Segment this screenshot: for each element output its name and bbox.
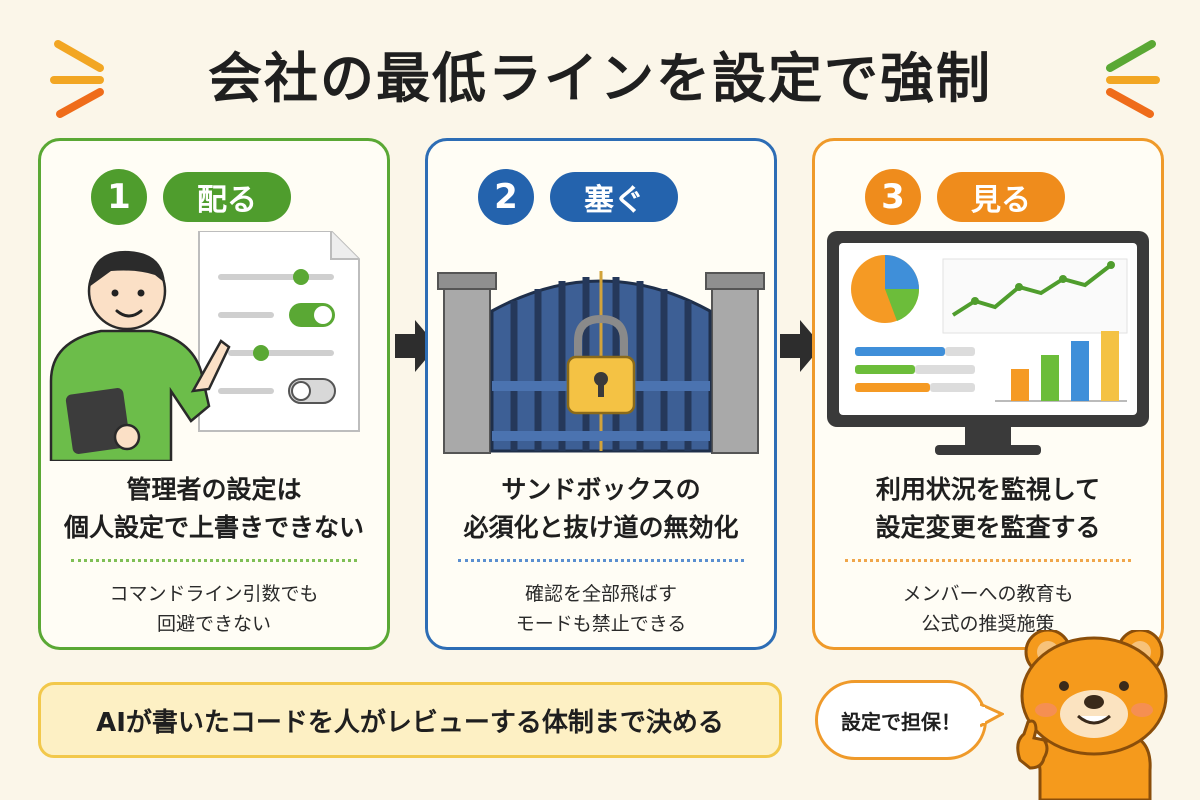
step-label: 見る [937, 172, 1065, 222]
arrow-right-icon [395, 320, 437, 372]
sub-line: モードも禁止できる [515, 613, 687, 635]
step-main-text: サンドボックスの 必須化と抜け道の無効化 [428, 471, 774, 547]
step-header: 1 配る [91, 167, 291, 227]
step-card-monitor: 3 見る [812, 138, 1164, 650]
divider [458, 559, 744, 562]
thumbs-up-icon [1016, 719, 1049, 770]
divider [71, 559, 357, 562]
speech-bubble-tail [980, 702, 1004, 728]
step-number: 3 [865, 169, 921, 225]
sub-line: 回避できない [156, 613, 271, 635]
admin-settings-illustration [49, 231, 360, 461]
step-label: 塞ぐ [550, 172, 678, 222]
arrow-right-icon [780, 320, 822, 372]
sparkle-left-icon [50, 40, 104, 118]
padlock-icon [566, 314, 636, 415]
person-with-tablet-icon [49, 250, 231, 461]
step-header: 2 塞ぐ [478, 167, 678, 227]
main-line: 個人設定で上書きできない [63, 513, 364, 542]
divider [845, 559, 1131, 562]
step-number: 1 [91, 169, 147, 225]
bear-mascot-icon [1016, 630, 1168, 800]
step-main-text: 管理者の設定は 個人設定で上書きできない [41, 471, 387, 547]
main-line: 利用状況を監視して [875, 475, 1101, 504]
sub-line: 確認を全部飛ばす [524, 583, 677, 605]
main-line: 管理者の設定は [126, 475, 302, 504]
settings-document-icon [198, 231, 360, 432]
page-title: 会社の最低ラインを設定で強制 [208, 46, 992, 110]
sub-line: 公式の推奨施策 [921, 613, 1055, 635]
step-card-distribute: 1 配る 管理者の設定は [38, 138, 390, 650]
step-card-block: 2 塞ぐ サンドボックスの 必須化と抜け道の無効化 [425, 138, 777, 650]
speech-bubble: 設定で担保！ [815, 680, 987, 760]
step-header: 3 見る [865, 167, 1065, 227]
step-main-text: 利用状況を監視して 設定変更を監査する [815, 471, 1161, 547]
step-sub-text: コマンドライン引数でも 回避できない [41, 579, 387, 639]
main-line: 必須化と抜け道の無効化 [463, 513, 739, 542]
step-number: 2 [478, 169, 534, 225]
summary-banner: AIが書いたコードを人がレビューする体制まで決める [38, 682, 782, 758]
step-sub-text: メンバーへの教育も 公式の推奨施策 [815, 579, 1161, 639]
sub-line: コマンドライン引数でも [109, 583, 319, 605]
sparkle-right-icon [1106, 40, 1160, 118]
step-label: 配る [163, 172, 291, 222]
main-line: 設定変更を監査する [875, 513, 1101, 542]
dashboard-monitor-icon [827, 231, 1149, 455]
progress-bars-icon [855, 347, 975, 392]
main-line: サンドボックスの [501, 475, 701, 504]
step-sub-text: 確認を全部飛ばす モードも禁止できる [428, 579, 774, 639]
sub-line: メンバーへの教育も [902, 583, 1074, 605]
pie-chart-icon [851, 255, 920, 323]
page-title-area: 会社の最低ラインを設定で強制 [0, 28, 1200, 118]
bar-chart-icon [995, 331, 1127, 402]
locked-gate-icon [437, 271, 765, 454]
line-chart-icon [942, 258, 1128, 334]
